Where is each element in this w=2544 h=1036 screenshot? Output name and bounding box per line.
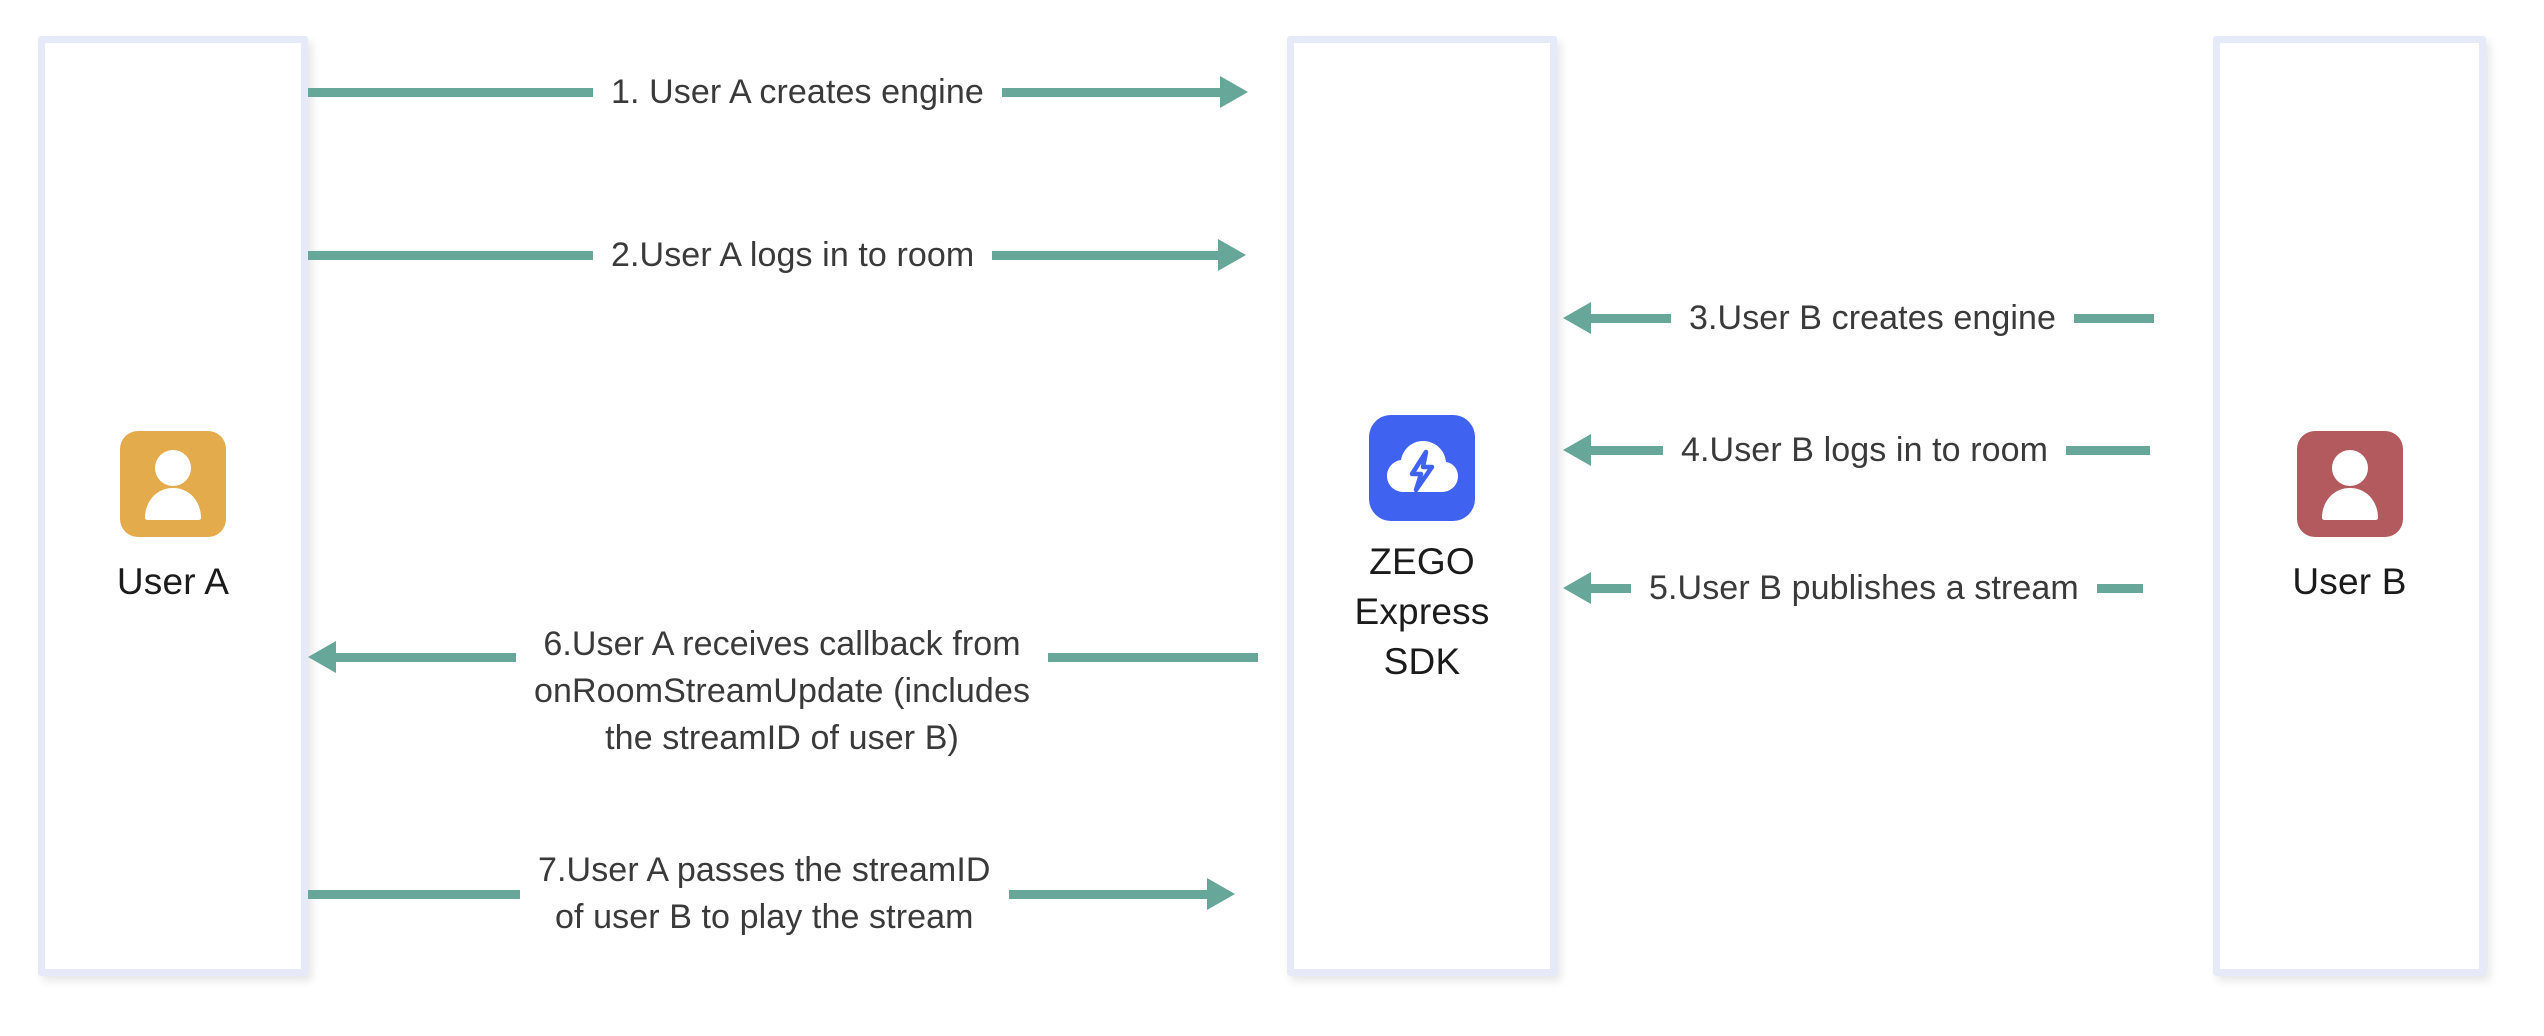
arrow-rail-right <box>1008 889 1207 899</box>
arrow-rail-left <box>1591 583 1631 593</box>
lifeline-column-user-b: User B <box>2213 36 2486 976</box>
arrowhead-right-icon <box>1218 239 1247 271</box>
arrowhead-left-icon <box>1563 572 1591 604</box>
person-icon <box>2321 450 2378 520</box>
arrow-rail-right <box>2066 445 2151 455</box>
actor-zego-sdk: ZEGO Express SDK <box>1294 415 1550 687</box>
actor-user-a: User A <box>45 431 301 607</box>
actor-label-user-a: User A <box>116 561 230 602</box>
message-label-7: 7.User A passes the streamID of user B t… <box>538 851 991 936</box>
actor-label-user-b: User B <box>2292 561 2407 602</box>
arrow-rail-left <box>308 889 520 899</box>
actor-label-zego-sdk: ZEGO Express SDK <box>1354 541 1490 682</box>
arrow-rail-right <box>1048 652 1259 662</box>
arrow-rail-left <box>308 87 593 97</box>
lifeline-column-user-a: User A <box>38 36 308 976</box>
arrowhead-left-icon <box>1563 434 1591 466</box>
zego-sdk-logo <box>1369 415 1475 521</box>
arrow-rail-left <box>1591 313 1671 323</box>
user-a-avatar <box>120 431 226 537</box>
user-b-avatar <box>2296 431 2403 537</box>
arrowhead-left-icon <box>308 641 336 673</box>
message-label-4: 4.User B logs in to room <box>1681 430 2049 469</box>
cloud-lightning-icon <box>1387 441 1458 493</box>
arrow-rail-right <box>1001 87 1220 97</box>
lifeline-column-zego-sdk: ZEGO Express SDK <box>1287 36 1557 976</box>
arrow-rail-left <box>1591 445 1663 455</box>
person-icon <box>145 450 201 520</box>
arrow-rail-left <box>336 652 516 662</box>
message-label-3: 3.User B creates engine <box>1689 298 2057 337</box>
arrow-rail-right <box>2096 583 2143 593</box>
message-label-5: 5.User B publishes a stream <box>1649 568 2079 607</box>
message-label-1: 1. User A creates engine <box>611 72 984 111</box>
arrowhead-right-icon <box>1219 76 1248 108</box>
arrowhead-right-icon <box>1206 878 1235 910</box>
message-label-2: 2.User A logs in to room <box>611 235 975 274</box>
message-label-6: 6.User A receives callback from onRoomSt… <box>534 624 1031 757</box>
arrow-rail-left <box>308 250 593 260</box>
actor-user-b: User B <box>2220 431 2479 607</box>
arrow-rail-right <box>2074 313 2155 323</box>
arrowhead-left-icon <box>1563 302 1591 334</box>
arrow-rail-right <box>992 250 1219 260</box>
